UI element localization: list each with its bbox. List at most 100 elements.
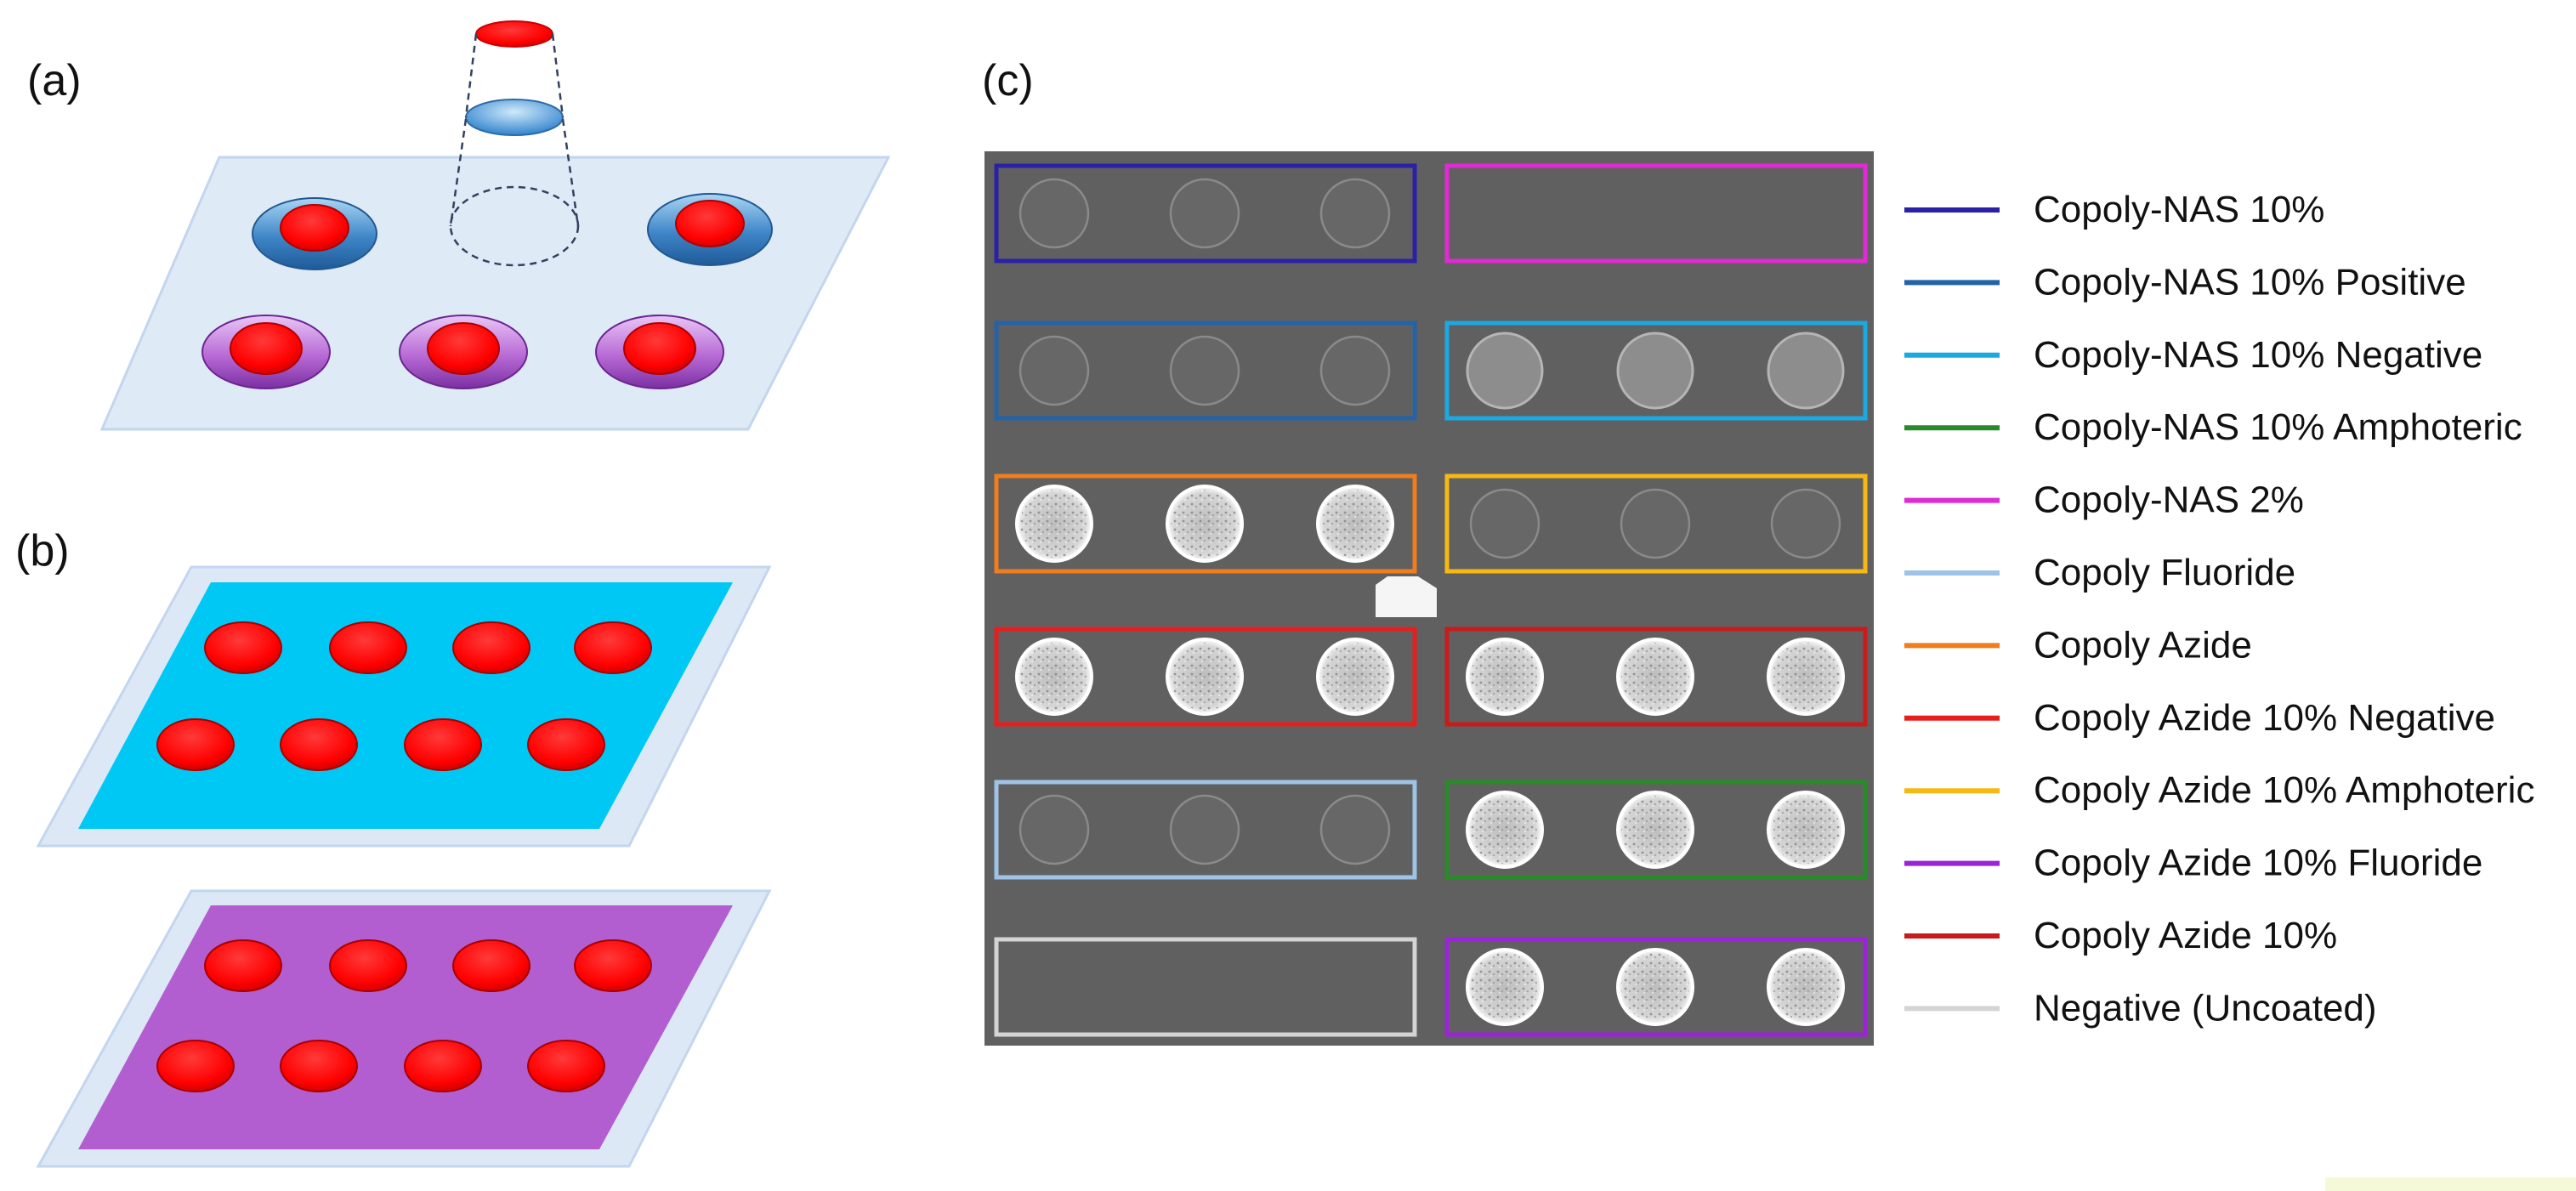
red-spot — [204, 621, 282, 674]
spot — [1169, 178, 1240, 249]
guide-line — [561, 118, 580, 227]
red-spot — [204, 939, 282, 992]
panel-c: (c) Copoly-NAS 10% Copoly-NAS 10% Positiv… — [982, 56, 2534, 1046]
spot-texture — [1621, 643, 1689, 711]
well-purple — [201, 315, 331, 389]
red-spot — [675, 200, 745, 247]
spot — [1319, 178, 1391, 249]
plate-box — [1444, 937, 1868, 1037]
red-spot — [280, 718, 358, 771]
legend-label: Copoly Azide 10% Fluoride — [2034, 842, 2482, 884]
spot — [1169, 794, 1240, 865]
legend: Copoly-NAS 10% Copoly-NAS 10% PositiveCop… — [1904, 189, 2534, 1029]
spot-texture — [1321, 490, 1389, 558]
plate-box — [994, 474, 1417, 574]
panel-a-label: (a) — [27, 56, 82, 105]
legend-label: Negative (Uncoated) — [2034, 987, 2377, 1029]
spot — [1319, 335, 1391, 406]
legend-label: Copoly-NAS 10% Negative — [2034, 334, 2482, 376]
plate-box-group — [994, 163, 1868, 1037]
red-spot — [404, 718, 482, 771]
blue-disc — [465, 99, 564, 136]
legend-label: Copoly Azide — [2034, 624, 2252, 666]
corner-highlight — [2325, 1177, 2576, 1191]
legend-label: Copoly-NAS 10% — [2034, 189, 2324, 230]
plate-box — [994, 780, 1417, 880]
plate-box — [994, 320, 1417, 421]
spot-texture — [1772, 643, 1840, 711]
spot-texture — [1471, 643, 1539, 711]
guide-line — [464, 33, 478, 118]
panel-a: (a) — [27, 20, 891, 431]
plate-box — [994, 163, 1417, 264]
spot-texture — [1171, 490, 1239, 558]
red-spot — [280, 204, 349, 252]
spot-texture — [1621, 953, 1689, 1021]
well-purple — [595, 315, 724, 389]
red-spot — [452, 939, 531, 992]
red-spot — [230, 322, 303, 375]
spot — [1319, 794, 1391, 865]
spot-texture — [1772, 796, 1840, 864]
red-spot — [156, 718, 235, 771]
well-blue — [647, 193, 773, 266]
red-spot — [404, 1040, 482, 1092]
plate-box — [1444, 320, 1868, 421]
well-blue — [252, 197, 377, 270]
spot — [1770, 488, 1841, 559]
slide-a — [99, 156, 891, 431]
red-spot — [527, 1040, 605, 1092]
legend-label: Copoly Azide 10% Amphoteric — [2034, 769, 2534, 811]
plate-box — [1444, 474, 1868, 574]
red-spot — [527, 718, 605, 771]
spot-texture — [1772, 953, 1840, 1021]
red-spot — [156, 1040, 235, 1092]
plate-box — [1444, 627, 1868, 727]
spot — [1018, 794, 1090, 865]
legend-label: Copoly-NAS 10% Amphoteric — [2034, 406, 2522, 448]
red-spot — [427, 322, 500, 375]
legend-label: Copoly Fluoride — [2034, 552, 2295, 593]
spot — [1018, 335, 1090, 406]
spot-texture — [1020, 643, 1088, 711]
red-spot — [574, 621, 652, 674]
red-spot — [623, 322, 696, 375]
legend-label: Copoly-NAS 2% — [2034, 479, 2304, 521]
spot — [1469, 488, 1540, 559]
spot — [1466, 332, 1544, 410]
spot-texture — [1621, 796, 1689, 864]
red-disc-top — [475, 20, 553, 48]
red-spot — [329, 939, 407, 992]
legend-label: Copoly Azide 10% Negative — [2034, 697, 2495, 739]
red-spot — [329, 621, 407, 674]
panel-b-label: (b) — [15, 526, 70, 576]
spot-texture — [1471, 953, 1539, 1021]
plate-label-tab — [1376, 576, 1437, 617]
spot — [1620, 488, 1691, 559]
guide-line — [449, 118, 468, 227]
red-spot — [280, 1040, 358, 1092]
guide-line — [551, 33, 565, 118]
red-spot-grid — [156, 939, 652, 1092]
spot — [1767, 332, 1845, 410]
well-purple — [399, 315, 528, 389]
legend-label: Copoly Azide 10% — [2034, 915, 2337, 956]
red-spot — [452, 621, 531, 674]
plate-box — [994, 937, 1417, 1037]
spot — [1169, 335, 1240, 406]
plate-box — [1444, 163, 1868, 264]
plate-box — [1444, 780, 1868, 880]
spot-texture — [1020, 490, 1088, 558]
legend-label: Copoly-NAS 10% Positive — [2034, 261, 2466, 303]
red-spot-grid — [156, 621, 652, 771]
panel-c-label: (c) — [982, 56, 1034, 105]
spot-texture — [1321, 643, 1389, 711]
panel-b: (b) — [15, 526, 772, 1168]
empty-well-outline — [449, 185, 580, 267]
plate-box — [994, 627, 1417, 727]
spot-texture — [1171, 643, 1239, 711]
well-cutaway — [449, 20, 580, 267]
spot — [1616, 332, 1694, 410]
red-spot — [574, 939, 652, 992]
